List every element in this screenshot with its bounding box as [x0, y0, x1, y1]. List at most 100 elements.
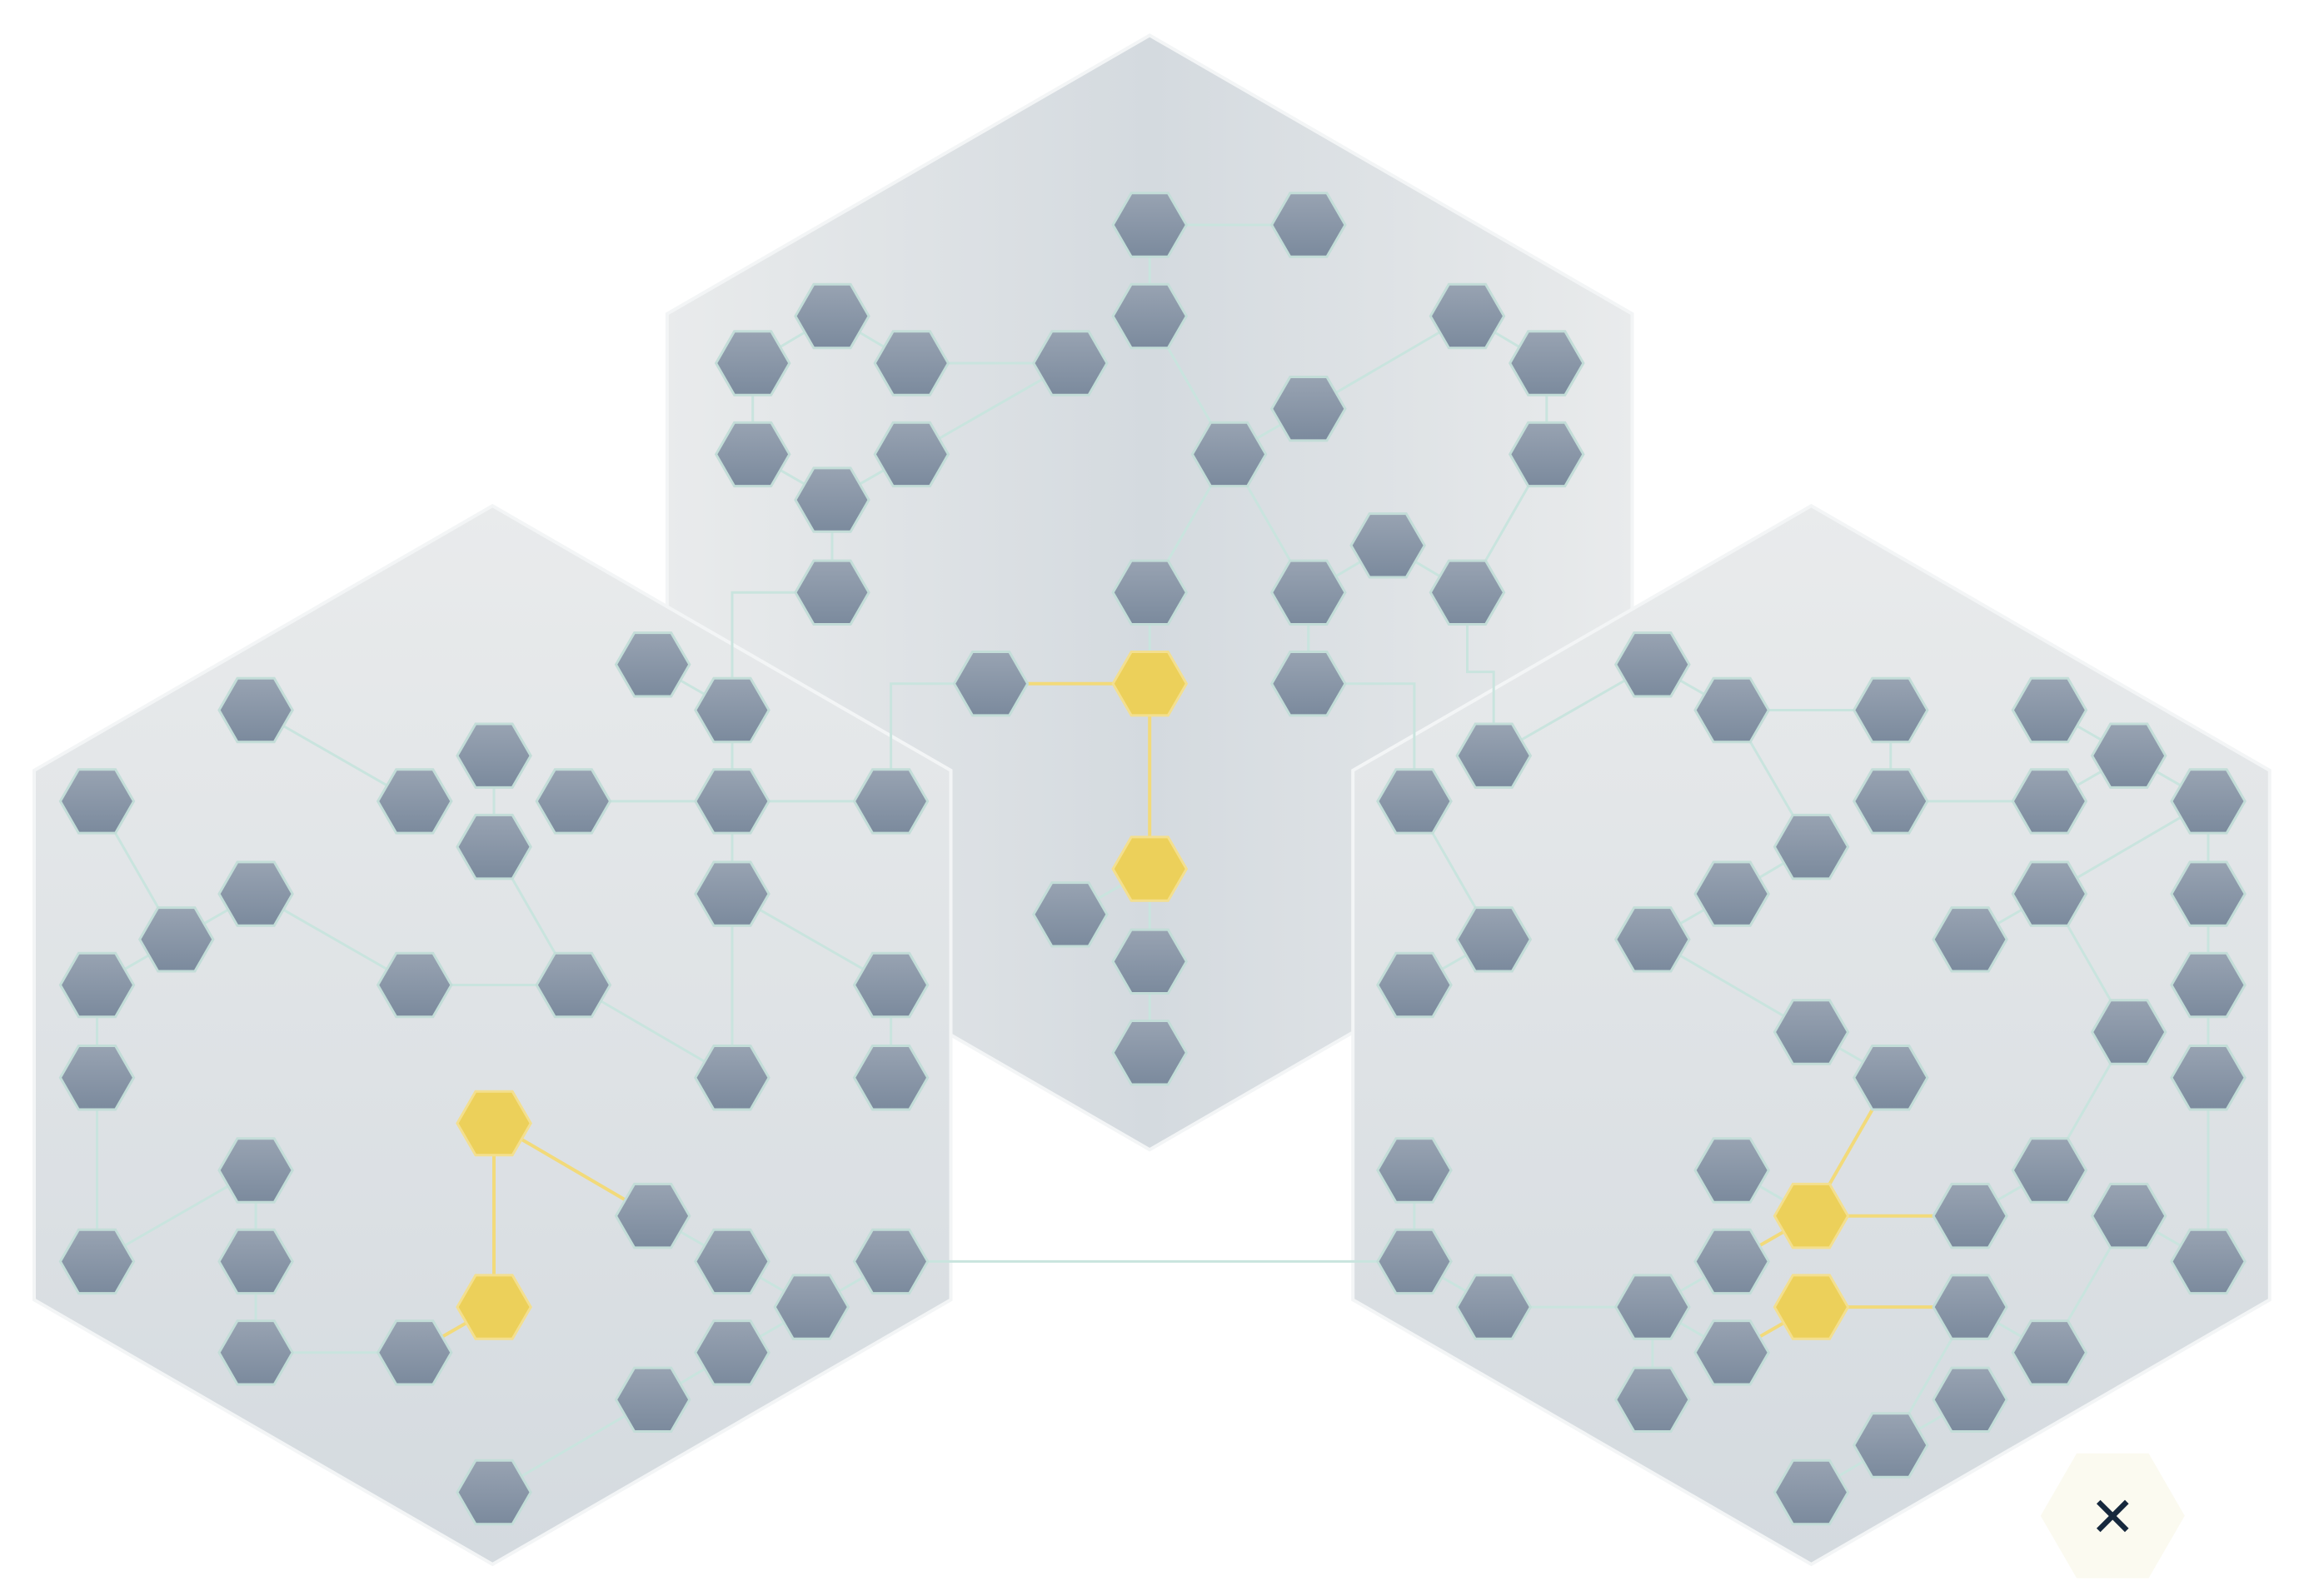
- skill-node-shape[interactable]: [852, 951, 930, 1019]
- skill-node-shape[interactable]: [1508, 330, 1585, 397]
- skill-node[interactable]: [1376, 951, 1453, 1019]
- skill-node-shape[interactable]: [2011, 1319, 2088, 1386]
- skill-node[interactable]: [852, 1045, 930, 1111]
- skill-node[interactable]: [2011, 676, 2088, 744]
- skill-node[interactable]: [1376, 1137, 1453, 1204]
- skill-node-shape[interactable]: [456, 722, 532, 789]
- skill-node-shape[interactable]: [1773, 999, 1850, 1065]
- skill-node[interactable]: [2170, 1228, 2247, 1295]
- skill-node[interactable]: [217, 1137, 294, 1204]
- skill-node[interactable]: [1932, 1274, 2008, 1340]
- skill-node-shape[interactable]: [1773, 813, 1850, 880]
- skill-node[interactable]: [794, 559, 870, 626]
- skill-node[interactable]: [217, 860, 294, 927]
- skill-node[interactable]: [2170, 768, 2247, 835]
- skill-node-shape[interactable]: [58, 1228, 136, 1295]
- skill-node-active[interactable]: [456, 1090, 532, 1157]
- skill-node-shape[interactable]: [1376, 1137, 1453, 1204]
- skill-node-shape[interactable]: [217, 1319, 294, 1386]
- skill-node[interactable]: [535, 768, 612, 835]
- skill-node-shape[interactable]: [2090, 722, 2167, 789]
- skill-node[interactable]: [2011, 1137, 2088, 1204]
- skill-node[interactable]: [1613, 631, 1691, 698]
- skill-node[interactable]: [952, 651, 1030, 717]
- skill-node[interactable]: [2170, 951, 2247, 1019]
- skill-node[interactable]: [1032, 881, 1109, 948]
- skill-node[interactable]: [1429, 282, 1506, 350]
- close-button[interactable]: ✕: [2040, 1453, 2185, 1579]
- skill-node[interactable]: [694, 768, 770, 835]
- skill-node[interactable]: [614, 1366, 691, 1433]
- skill-node[interactable]: [1269, 192, 1347, 258]
- skill-node[interactable]: [773, 1274, 850, 1340]
- skill-node[interactable]: [1613, 906, 1691, 973]
- skill-node-shape[interactable]: [1693, 676, 1771, 744]
- skill-node[interactable]: [217, 676, 294, 744]
- skill-node[interactable]: [1773, 1459, 1850, 1526]
- skill-node[interactable]: [58, 1045, 136, 1111]
- skill-node[interactable]: [217, 1228, 294, 1295]
- skill-node[interactable]: [1111, 192, 1189, 258]
- skill-node-shape[interactable]: [1613, 1274, 1691, 1340]
- skill-node-shape[interactable]: [1693, 1228, 1771, 1295]
- skill-node-active-shape[interactable]: [1773, 1274, 1850, 1340]
- skill-node[interactable]: [456, 722, 532, 789]
- skill-node[interactable]: [2090, 1182, 2167, 1249]
- skill-node-active[interactable]: [456, 1274, 532, 1340]
- skill-node-active[interactable]: [1111, 835, 1189, 902]
- skill-node[interactable]: [1111, 928, 1189, 995]
- skill-node-shape[interactable]: [58, 1045, 136, 1111]
- skill-node-shape[interactable]: [1269, 192, 1347, 258]
- skill-node[interactable]: [694, 1228, 770, 1295]
- skill-node-shape[interactable]: [2170, 768, 2247, 835]
- skill-node-active-shape[interactable]: [456, 1274, 532, 1340]
- skill-node[interactable]: [1932, 1366, 2008, 1433]
- skill-node-shape[interactable]: [1773, 1459, 1850, 1526]
- skill-node-active-shape[interactable]: [456, 1090, 532, 1157]
- skill-node[interactable]: [873, 330, 950, 397]
- skill-node[interactable]: [376, 1319, 453, 1386]
- skill-node-shape[interactable]: [694, 1228, 770, 1295]
- skill-node[interactable]: [714, 421, 791, 488]
- skill-node[interactable]: [1455, 906, 1533, 973]
- skill-node-shape[interactable]: [2170, 860, 2247, 927]
- skill-node-shape[interactable]: [1032, 881, 1109, 948]
- skill-node[interactable]: [1349, 512, 1427, 579]
- skill-node-shape[interactable]: [1269, 651, 1347, 717]
- skill-node-shape[interactable]: [1455, 1274, 1533, 1340]
- skill-node-shape[interactable]: [376, 951, 453, 1019]
- skill-node-shape[interactable]: [1376, 768, 1453, 835]
- skill-node-active[interactable]: [1773, 1274, 1850, 1340]
- skill-node-shape[interactable]: [1613, 1366, 1691, 1433]
- skill-node-shape[interactable]: [2090, 1182, 2167, 1249]
- skill-node-shape[interactable]: [217, 1228, 294, 1295]
- skill-node[interactable]: [2090, 722, 2167, 789]
- skill-node[interactable]: [852, 951, 930, 1019]
- skill-node[interactable]: [1190, 421, 1268, 488]
- skill-node-shape[interactable]: [2011, 1137, 2088, 1204]
- skill-node[interactable]: [1613, 1274, 1691, 1340]
- skill-node-shape[interactable]: [1613, 906, 1691, 973]
- skill-node[interactable]: [873, 421, 950, 488]
- skill-node[interactable]: [1376, 1228, 1453, 1295]
- skill-node-active-shape[interactable]: [1111, 651, 1189, 717]
- skill-node-shape[interactable]: [1693, 860, 1771, 927]
- skill-node[interactable]: [2170, 860, 2247, 927]
- skill-node-shape[interactable]: [1190, 421, 1268, 488]
- skill-node[interactable]: [694, 1319, 770, 1386]
- skill-node[interactable]: [58, 951, 136, 1019]
- skill-node[interactable]: [1852, 676, 1929, 744]
- skill-node-shape[interactable]: [1932, 1182, 2008, 1249]
- skill-node[interactable]: [2090, 999, 2167, 1065]
- close-button-bg[interactable]: [2040, 1453, 2185, 1579]
- skill-node-shape[interactable]: [852, 768, 930, 835]
- skill-node[interactable]: [2011, 860, 2088, 927]
- skill-node[interactable]: [456, 1459, 532, 1526]
- skill-node[interactable]: [2170, 1045, 2247, 1111]
- skill-node-shape[interactable]: [1932, 1274, 2008, 1340]
- skill-node[interactable]: [58, 768, 136, 835]
- skill-node-shape[interactable]: [1852, 1045, 1929, 1111]
- skill-node[interactable]: [794, 282, 870, 350]
- skill-node-active-shape[interactable]: [1773, 1182, 1850, 1249]
- skill-node[interactable]: [1269, 559, 1347, 626]
